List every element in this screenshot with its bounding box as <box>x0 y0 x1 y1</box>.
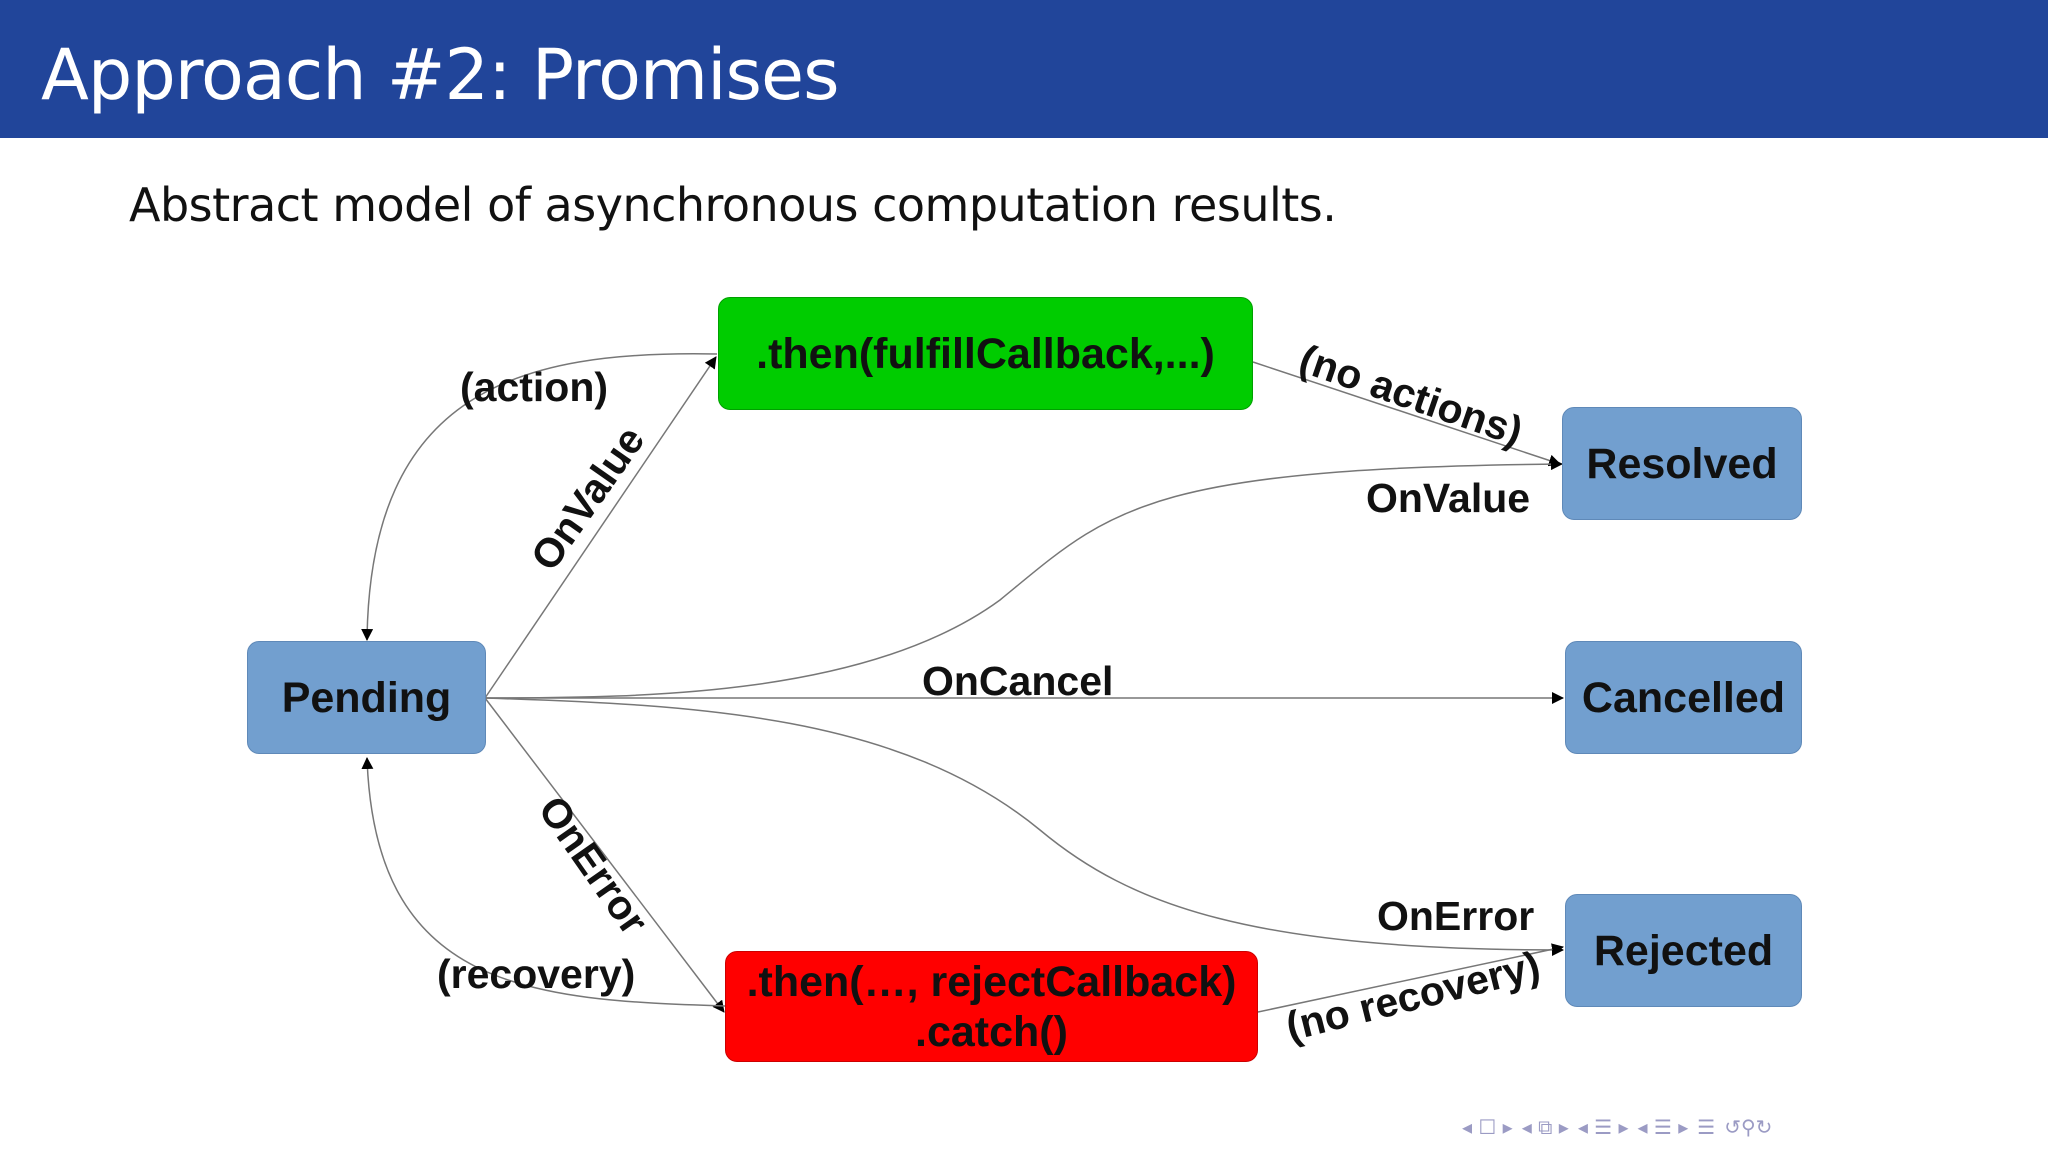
node-then-fulfill-label: .then(fulfillCallback,...) <box>756 329 1215 378</box>
node-rejected: Rejected <box>1565 894 1802 1007</box>
edge-onerror-to-then <box>484 697 725 1013</box>
node-rejected-label: Rejected <box>1593 926 1774 975</box>
nav-frame-icon[interactable]: ◂ ⧉ ▸ <box>1521 1115 1569 1139</box>
nav-subsection-icon[interactable]: ◂ ☰ ▸ <box>1577 1115 1629 1139</box>
edge-onvalue-to-then <box>484 356 717 699</box>
node-pending: Pending <box>247 641 486 754</box>
node-then-reject-label-1: .then(…, rejectCallback) <box>746 957 1237 1006</box>
node-pending-label: Pending <box>281 673 452 722</box>
edge-no-recovery <box>1257 943 1564 1013</box>
node-cancelled-label: Cancelled <box>1581 673 1786 722</box>
edge-no-actions <box>1252 361 1561 467</box>
edge-label-recovery: (recovery) <box>437 951 636 997</box>
edge-label-onvalue-resolved: OnValue <box>1366 475 1531 521</box>
nav-prev-slide-icon[interactable]: ◂ ☐ ▸ <box>1462 1115 1513 1139</box>
slide-title: Approach #2: Promises <box>41 34 840 116</box>
edge-onvalue-to-resolved <box>484 458 1563 699</box>
edge-onerror-to-rejected <box>484 697 1564 956</box>
slide-header: Approach #2: Promises <box>0 0 2048 138</box>
node-resolved-label: Resolved <box>1586 439 1778 488</box>
beamer-navigation: ◂ ☐ ▸ ◂ ⧉ ▸ ◂ ☰ ▸ ◂ ☰ ▸ ☰ ↺⚲↻ <box>1462 1112 1772 1142</box>
nav-search-icon[interactable]: ↺⚲↻ <box>1724 1115 1773 1139</box>
nav-section-icon[interactable]: ◂ ☰ ▸ <box>1637 1115 1689 1139</box>
slide-subtitle: Abstract model of asynchronous computati… <box>129 178 1337 232</box>
edge-recovery <box>361 757 726 1007</box>
node-then-reject-label-2: .catch() <box>915 1007 1068 1056</box>
edge-action <box>361 352 718 641</box>
edge-label-oncancel: OnCancel <box>922 658 1114 704</box>
node-resolved: Resolved <box>1562 407 1802 520</box>
node-then-reject: .then(…, rejectCallback) .catch() <box>725 951 1258 1062</box>
nav-document-icon[interactable]: ☰ <box>1697 1115 1716 1139</box>
node-cancelled: Cancelled <box>1565 641 1802 754</box>
edge-label-action: (action) <box>460 364 609 410</box>
node-then-fulfill: .then(fulfillCallback,...) <box>718 297 1253 410</box>
edge-label-onerror-rejected: OnError <box>1377 893 1535 939</box>
